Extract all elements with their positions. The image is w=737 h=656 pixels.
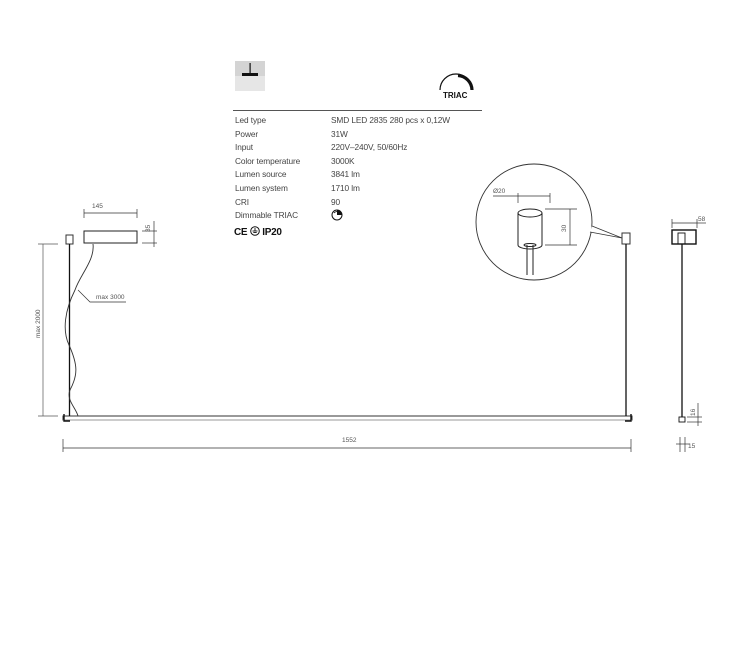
spec-row-color-temperature: Color temperature 3000K (235, 155, 450, 169)
dim-total-length: 1552 (342, 437, 357, 444)
triac-dimmer-icon: TRIAC (436, 72, 476, 100)
spec-label: CRI (235, 196, 249, 207)
dim-profile-width: 15 (688, 443, 696, 450)
svg-text:TRIAC: TRIAC (443, 91, 468, 100)
dimmable-icon (331, 209, 343, 224)
spec-row-input: Input 220V–240V, 50/60Hz (235, 141, 450, 155)
spec-label: Led type (235, 115, 267, 125)
dim-canopy-width: 145 (92, 203, 103, 210)
class-ii-icon (249, 226, 260, 236)
spec-label: Lumen source (235, 169, 287, 180)
spec-divider (233, 110, 482, 111)
dim-profile-height: 16 (690, 408, 697, 416)
spec-value: 90 (331, 196, 341, 207)
spec-row-lumen-system: Lumen system 1710 lm (235, 182, 450, 196)
certification-marks: CE IP20 (234, 226, 282, 238)
ip-rating: IP20 (262, 227, 282, 238)
spec-table: Led type SMD LED 2835 280 pcs x 0,12W Po… (235, 114, 450, 224)
spec-row-lumen-source: Lumen source 3841 lm (235, 168, 450, 182)
spec-row-power: Power 31W (235, 128, 450, 142)
dim-canopy-height: 35 (145, 224, 152, 232)
pendant-mount-icon (235, 61, 265, 91)
spec-label: Dimmable TRIAC (235, 210, 298, 221)
spec-label: Lumen system (235, 182, 288, 193)
spec-row-cri: CRI 90 (235, 196, 450, 210)
dim-side-width: 58 (698, 216, 706, 223)
spec-row-led-type: Led type SMD LED 2835 280 pcs x 0,12W (235, 114, 450, 128)
dim-suspension-height: max 2000 (35, 309, 42, 338)
spec-value: 3000K (331, 155, 355, 166)
spec-label: Color temperature (235, 155, 301, 166)
spec-value: 3841 lm (331, 169, 360, 180)
dim-detail-height: 30 (561, 224, 568, 232)
spec-label: Input (235, 142, 253, 153)
spec-value: SMD LED 2835 280 pcs x 0,12W (331, 115, 450, 125)
dim-detail-diameter: Ø20 (493, 188, 506, 195)
spec-row-dimmable: Dimmable TRIAC (235, 209, 450, 224)
ce-mark: CE (234, 227, 248, 238)
spec-label: Power (235, 128, 259, 139)
spec-value: 220V–240V, 50/60Hz (331, 142, 408, 153)
dim-cable-length: max 3000 (96, 294, 125, 301)
spec-value: 31W (331, 128, 348, 139)
spec-value: 1710 lm (331, 182, 360, 193)
